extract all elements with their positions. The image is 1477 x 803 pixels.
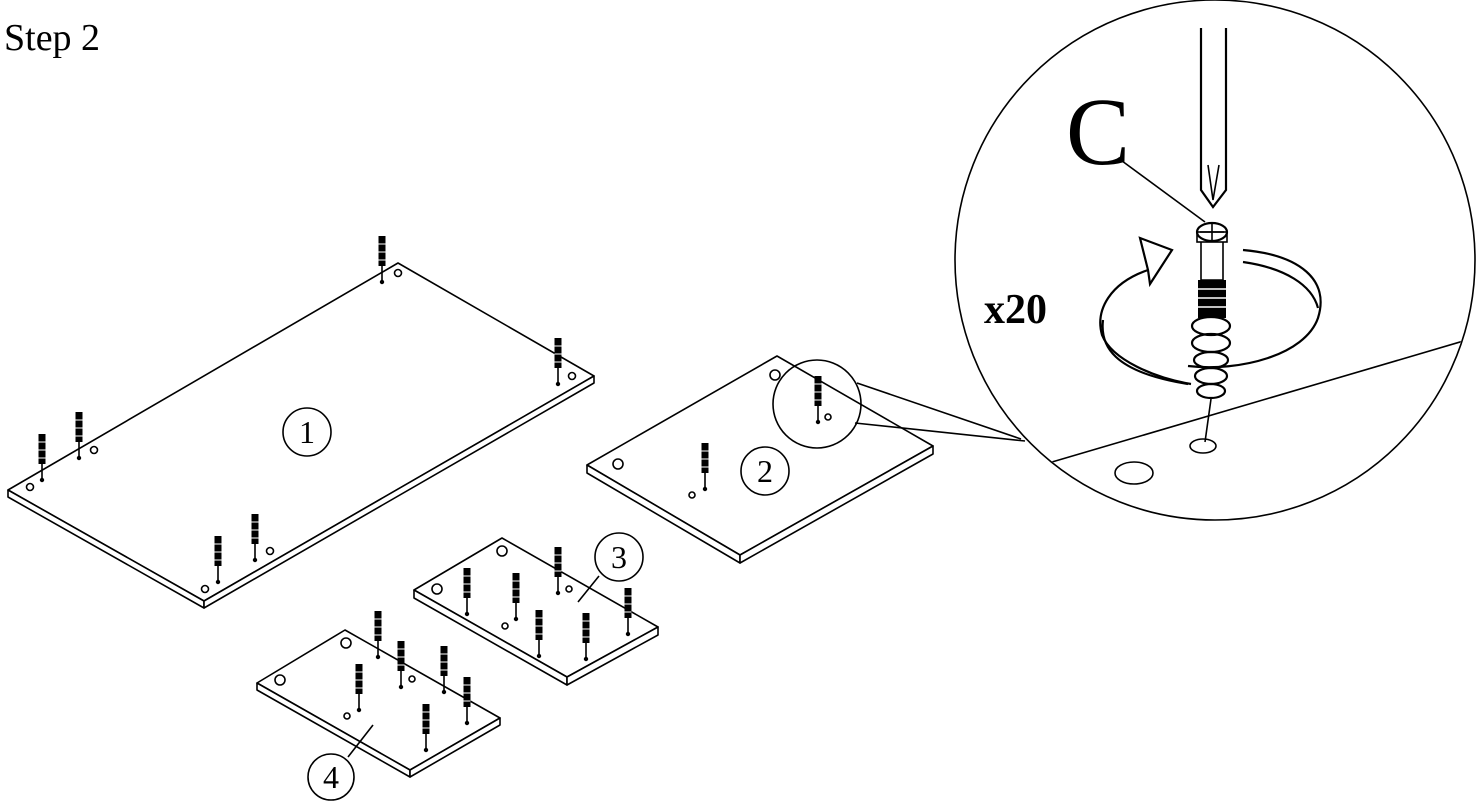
- part-label-1: 1: [299, 414, 315, 450]
- part-label-circle: [740, 446, 790, 496]
- screwdriver-icon: [1199, 28, 1228, 209]
- panel-2: 2: [586, 355, 934, 564]
- hole-icon: [824, 413, 832, 421]
- hole-icon: [431, 583, 443, 595]
- part-label-circle: [282, 407, 332, 457]
- hole-icon: [343, 712, 351, 720]
- hole-icon: [274, 674, 286, 686]
- hole-icon: [769, 369, 781, 381]
- part-label-3: 3: [611, 539, 627, 575]
- hole-icon: [688, 491, 696, 499]
- hole-icon: [89, 445, 99, 455]
- part-label-4: 4: [323, 759, 339, 795]
- panel-edge-line: [1051, 336, 1474, 463]
- hole-icon: [1114, 461, 1154, 485]
- hole-icon: [200, 584, 210, 594]
- hole-icon: [496, 545, 508, 557]
- quantity-label: x20: [984, 287, 1047, 333]
- panel-1: 1: [7, 235, 595, 609]
- part-label-circle: [307, 753, 355, 801]
- hardware-letter: C: [1066, 78, 1130, 185]
- hole-icon: [25, 482, 35, 492]
- step-title: Step 2: [4, 17, 101, 59]
- panel-3: 3: [413, 532, 659, 686]
- detail-magnified: C x20: [954, 0, 1476, 521]
- cam-bolt-icon: [1190, 221, 1232, 443]
- hole-icon: [612, 458, 624, 470]
- part-label-2: 2: [757, 453, 773, 489]
- detail-callout-circle: [772, 359, 862, 449]
- hole-icon: [565, 585, 573, 593]
- hole-icon: [393, 268, 403, 278]
- hole-icon: [1189, 438, 1217, 454]
- hole-icon: [340, 637, 352, 649]
- panel-4: 4: [256, 610, 501, 801]
- hole-icon: [567, 371, 577, 381]
- hole-icon: [501, 622, 509, 630]
- rotate-arrow-icon: [1099, 236, 1322, 386]
- part-label-circle: [594, 532, 644, 582]
- detail-circle: [954, 0, 1476, 521]
- hole-icon: [265, 546, 275, 556]
- hole-icon: [408, 675, 416, 683]
